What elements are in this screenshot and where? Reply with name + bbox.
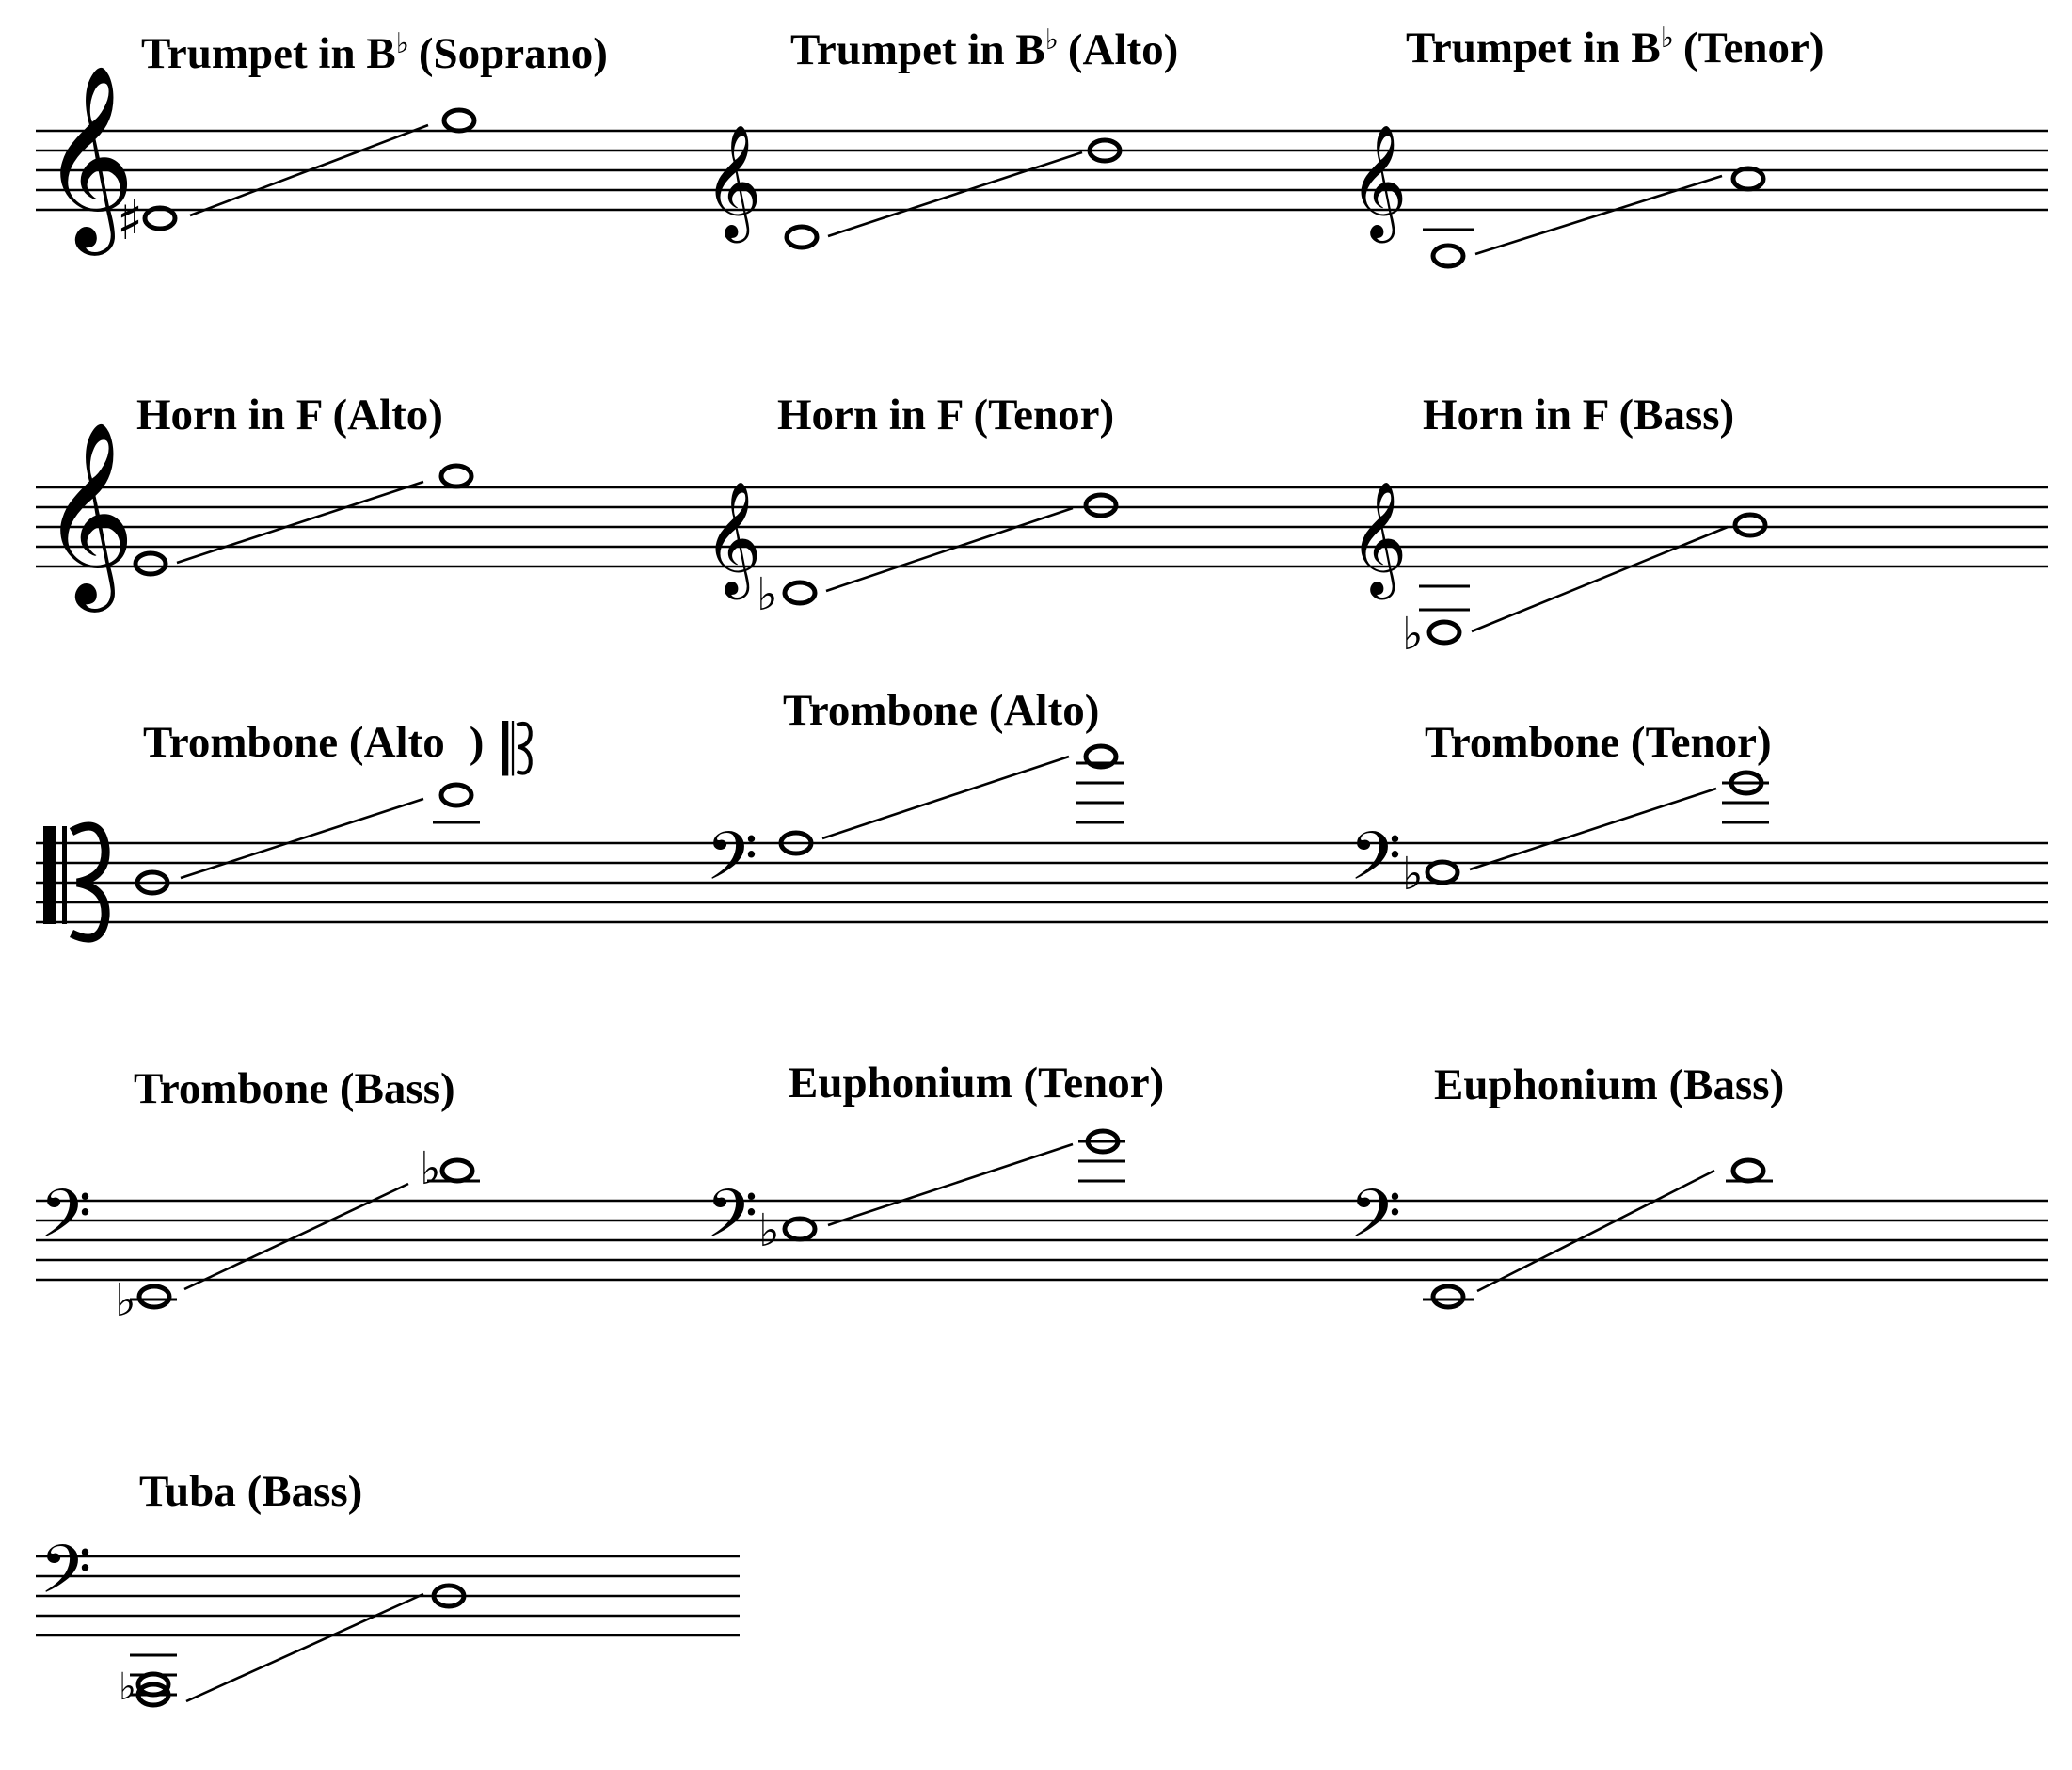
bass-clef-icon: 𝄢 <box>40 1531 91 1625</box>
bass-clef-icon: 𝄢 <box>40 1175 91 1269</box>
range-line <box>1476 1169 1715 1293</box>
range-low-note <box>135 1682 171 1708</box>
instrument-title: Trombone (Alto) <box>783 686 1099 735</box>
alto-clef-icon <box>502 721 533 776</box>
flat-accidental: ♭ <box>420 1142 441 1195</box>
treble-clef-icon: 𝄞 <box>41 63 135 256</box>
range-line <box>821 755 1070 840</box>
treble-clef-icon: 𝄞 <box>704 480 761 599</box>
range-line <box>185 1592 424 1703</box>
range-high-note <box>1730 1157 1766 1184</box>
range-line <box>180 797 424 880</box>
instrument-title: Horn in F (Bass) <box>1423 391 1734 439</box>
range-line <box>1471 525 1729 633</box>
range-low-note <box>142 205 178 231</box>
range-line <box>176 480 424 565</box>
range-low-note <box>1426 619 1462 646</box>
range-low-note <box>782 580 818 606</box>
treble-clef-icon: 𝄞 <box>1349 480 1407 599</box>
bass-clef-icon: 𝄢 <box>1349 818 1401 912</box>
flat-accidental: ♭ <box>758 1204 780 1257</box>
range-high-note <box>1083 743 1119 770</box>
instrument-title: Trombone (Alto) <box>143 718 484 767</box>
range-line <box>827 151 1083 238</box>
instrument-title: Horn in F (Alto) <box>136 391 443 439</box>
range-high-note <box>1730 166 1766 192</box>
treble-clef-icon: 𝄞 <box>1349 123 1407 243</box>
staff-row-1 <box>36 129 2048 212</box>
range-high-note <box>1083 492 1119 518</box>
range-low-note <box>1425 859 1460 885</box>
instrument-title: Trumpet in B♭(Alto) <box>790 24 1178 74</box>
flat-accidental: ♭ <box>115 1274 136 1327</box>
instrument-title: Trombone (Tenor) <box>1425 718 1772 767</box>
instrument-title: Euphonium (Tenor) <box>789 1059 1164 1108</box>
range-high-note <box>1087 137 1123 164</box>
staff-row-2 <box>36 486 2048 568</box>
treble-clef-icon: 𝄞 <box>704 123 761 243</box>
range-line <box>189 123 429 217</box>
range-line <box>1469 787 1717 871</box>
range-high-note <box>441 107 477 134</box>
range-low-note <box>133 550 168 577</box>
range-low-note <box>136 1284 172 1310</box>
range-high-note <box>431 1583 467 1609</box>
range-line <box>825 506 1074 593</box>
flat-accidental: ♭ <box>119 1666 136 1709</box>
range-high-note <box>439 1157 475 1184</box>
flat-accidental: ♭ <box>1402 608 1424 661</box>
treble-clef-icon: 𝄞 <box>41 420 135 613</box>
staff-row-4 <box>36 1199 2048 1282</box>
range-high-note <box>438 782 474 808</box>
range-low-note <box>784 224 820 250</box>
range-low-note <box>1430 1284 1466 1310</box>
range-high-note <box>438 463 474 489</box>
bass-clef-icon: 𝄢 <box>1349 1175 1401 1269</box>
instrument-title: Tuba (Bass) <box>139 1467 362 1516</box>
instrument-title: Trumpet in B♭(Tenor) <box>1406 22 1825 72</box>
range-low-note <box>782 1216 818 1242</box>
instrument-title: Trombone (Bass) <box>134 1064 455 1113</box>
alto-clef-icon <box>43 821 110 943</box>
range-line <box>183 1182 409 1291</box>
instrument-title: Trumpet in B♭(Soprano) <box>141 27 608 78</box>
range-low-note <box>135 869 170 896</box>
instrument-title: Horn in F (Tenor) <box>777 391 1114 439</box>
bass-clef-icon: 𝄢 <box>706 818 757 912</box>
flat-accidental: ♭ <box>1402 848 1424 901</box>
instrument-title: Euphonium (Bass) <box>1434 1060 1784 1109</box>
sharp-accidental: ♯ <box>117 188 143 252</box>
range-low-note <box>135 1671 171 1698</box>
staff-row-5 <box>36 1555 740 1637</box>
range-high-note <box>1732 512 1768 538</box>
bass-clef-icon: 𝄢 <box>706 1175 757 1269</box>
range-low-note <box>1430 243 1466 269</box>
staff-row-3 <box>36 841 2048 924</box>
range-high-note <box>1085 1128 1121 1155</box>
range-high-note <box>1729 770 1764 796</box>
range-low-note <box>778 830 814 856</box>
range-line <box>1474 174 1723 256</box>
range-line <box>827 1142 1074 1227</box>
flat-accidental: ♭ <box>757 568 778 621</box>
